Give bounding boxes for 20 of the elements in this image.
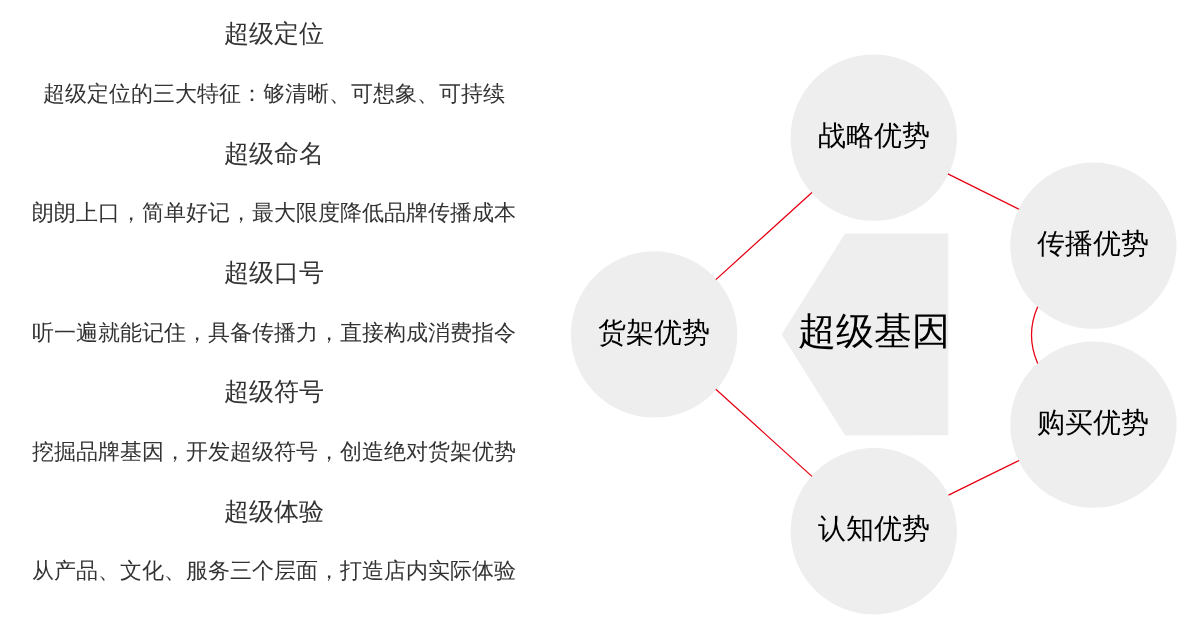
label: 超级定位	[223, 19, 324, 48]
label: 超级符号	[223, 377, 324, 406]
connector	[947, 459, 1020, 496]
label: 超级定位的三大特征：够清晰、可想象、可持续	[42, 80, 505, 106]
label: 超级口号	[223, 258, 324, 287]
label: 超级体验	[223, 496, 324, 525]
label: 挖掘品牌基因，开发超级符号，创造绝对货架优势	[31, 439, 516, 464]
label: 超级命名	[223, 138, 324, 167]
connector	[946, 173, 1020, 210]
node-circle: 战略优势	[790, 54, 957, 221]
connector	[714, 191, 813, 281]
node-circle: 传播优势	[1009, 162, 1177, 329]
node-circle: 货架优势	[570, 251, 737, 418]
node-circle: 购买优势	[1009, 341, 1177, 508]
label: 从产品、文化、服务三个层面，打造店内实际体验	[31, 558, 516, 584]
node-circle: 认知优势	[790, 448, 957, 615]
label: 朗朗上口，简单好记，最大限度降低品牌传播成本	[31, 200, 516, 226]
connector	[714, 388, 813, 477]
connector	[1030, 306, 1038, 365]
label: 听一遍就能记住，具备传播力，直接构成消费指令	[31, 319, 516, 345]
